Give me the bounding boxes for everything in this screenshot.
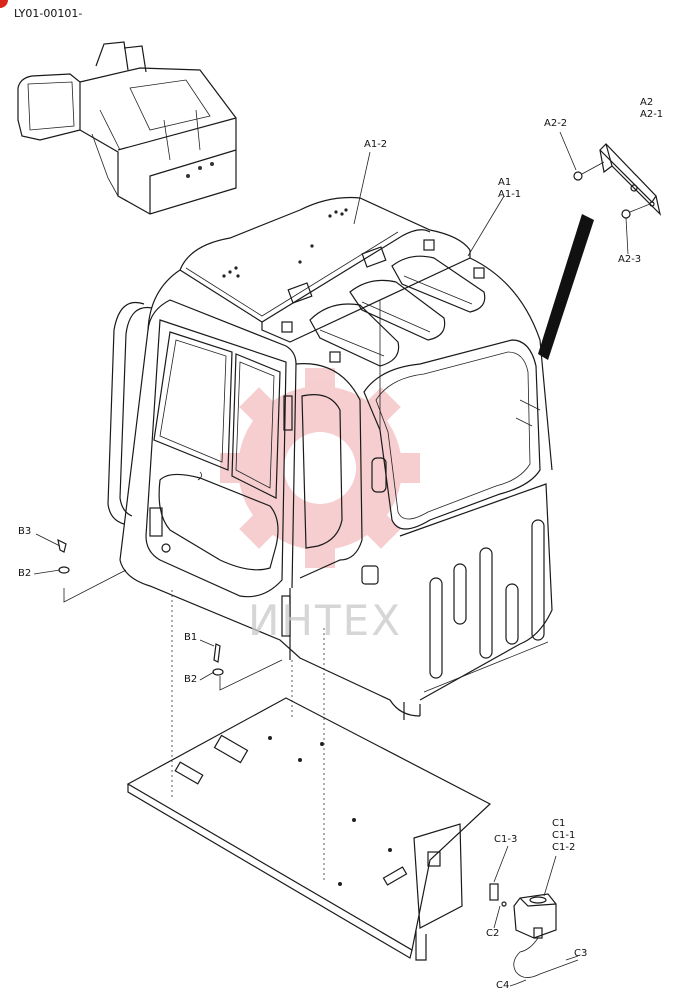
label-c1: C1 bbox=[552, 818, 566, 829]
assembly-leader-lines bbox=[63, 569, 325, 880]
label-b2-lower: B2 bbox=[184, 674, 198, 685]
label-c2: C2 bbox=[486, 928, 500, 939]
bracket-a2-icon bbox=[573, 143, 662, 219]
page-code: LY01-00101- bbox=[14, 7, 83, 20]
label-c1-3: C1-3 bbox=[494, 834, 518, 845]
page-badge-icon bbox=[0, 0, 8, 8]
washer-tank-icon bbox=[489, 883, 579, 985]
watermark-gear-icon bbox=[220, 368, 420, 568]
label-a2: A2 bbox=[640, 97, 654, 108]
fastener-icons bbox=[57, 538, 224, 676]
label-b1: B1 bbox=[184, 632, 198, 643]
label-a2-2: A2-2 bbox=[544, 118, 568, 129]
floor-plate-icon bbox=[126, 697, 492, 961]
label-a2-3: A2-3 bbox=[618, 254, 642, 265]
label-a1-1: A1-1 bbox=[498, 189, 522, 200]
label-c3: C3 bbox=[574, 948, 588, 959]
label-leader-lines bbox=[33, 131, 629, 987]
label-a2-1: A2-1 bbox=[640, 109, 664, 120]
label-c1-2: C1-2 bbox=[552, 842, 576, 853]
label-a1-2: A1-2 bbox=[364, 139, 388, 150]
label-c1-1: C1-1 bbox=[552, 830, 576, 841]
label-b2-left: B2 bbox=[18, 568, 32, 579]
watermark-text: ИНТЕХ bbox=[248, 596, 402, 645]
label-a1: A1 bbox=[498, 177, 512, 188]
label-b3: B3 bbox=[18, 526, 32, 537]
machine-overview-icon bbox=[17, 41, 237, 215]
label-c4: C4 bbox=[496, 980, 510, 991]
cab-assembly-icon bbox=[107, 196, 594, 720]
